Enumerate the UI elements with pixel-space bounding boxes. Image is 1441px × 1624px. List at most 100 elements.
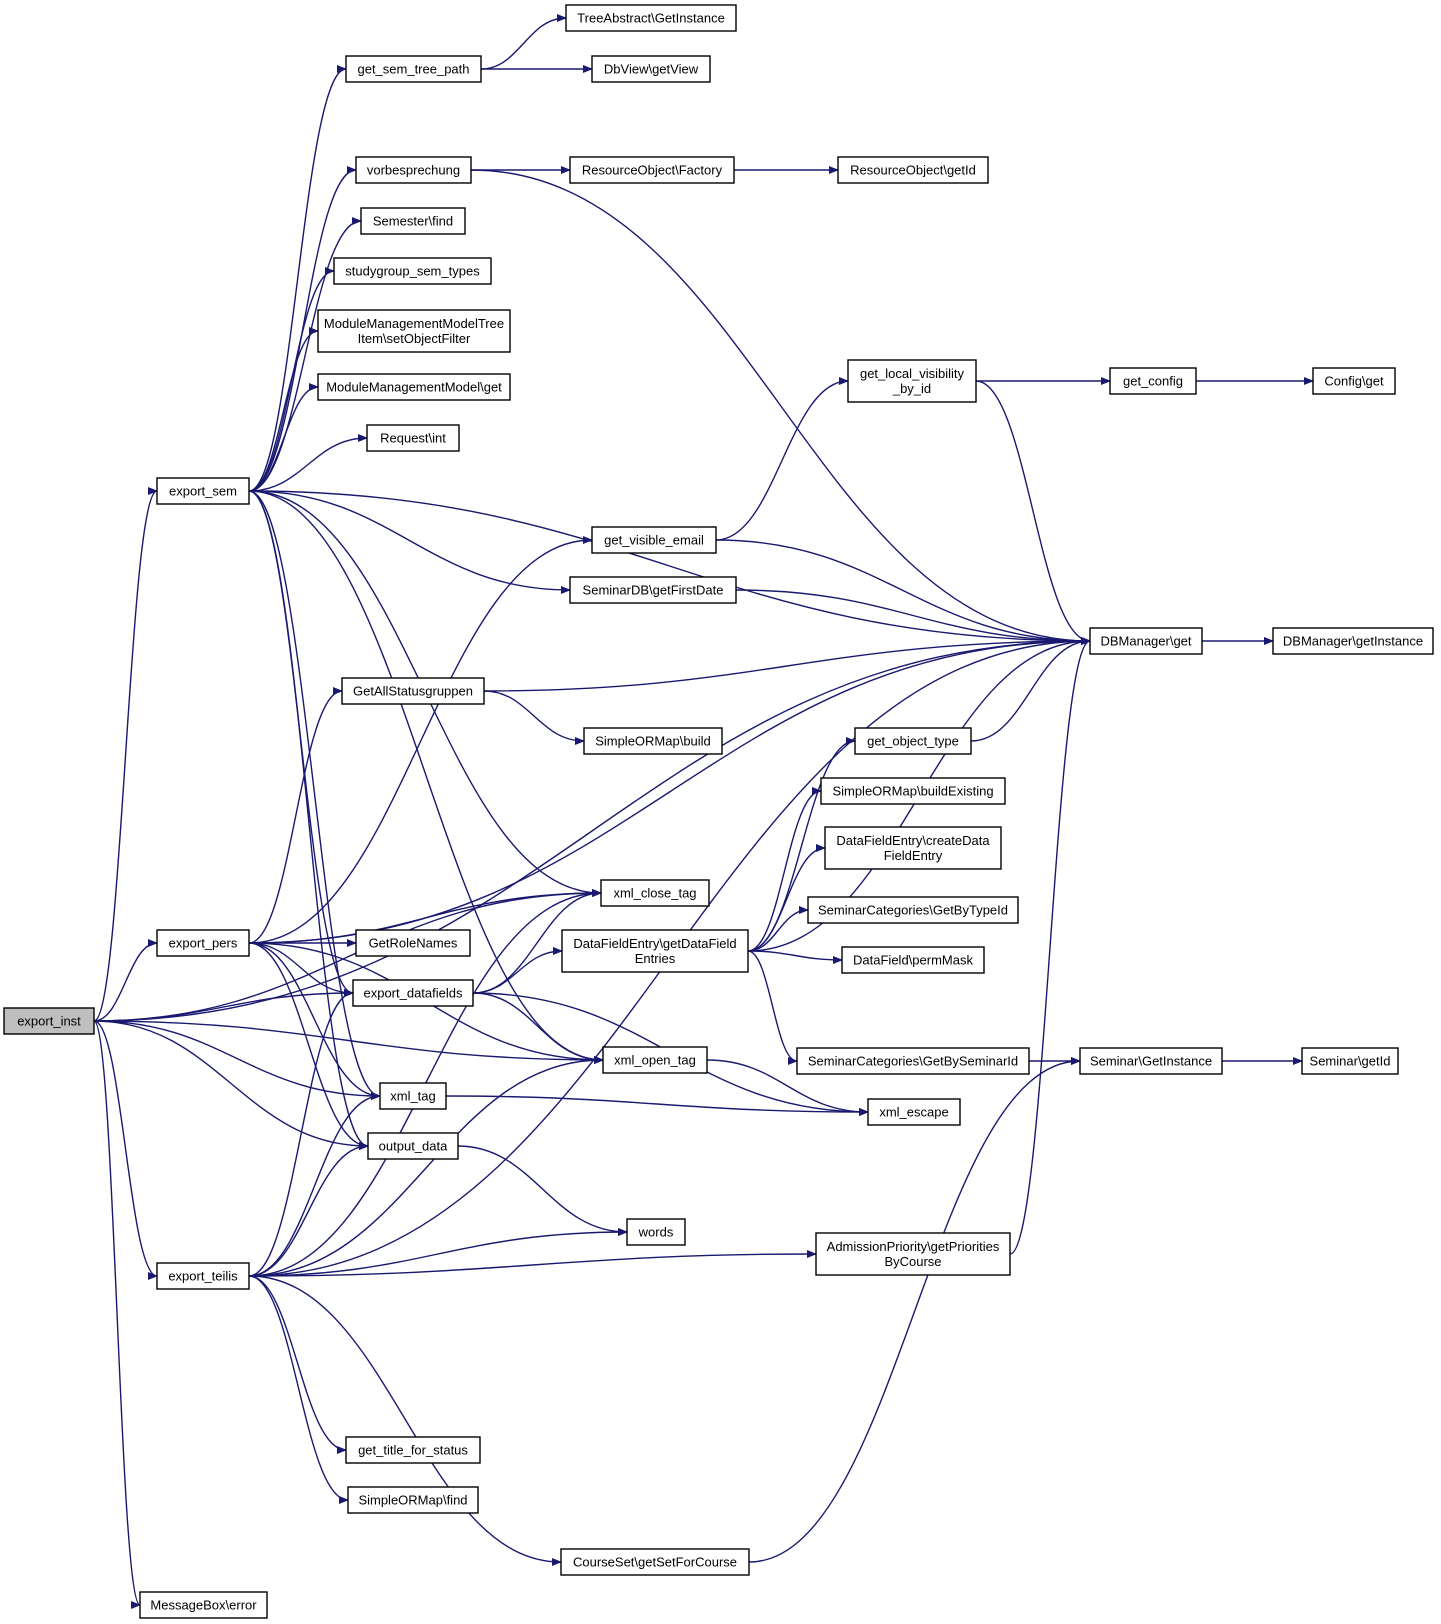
edge-output_data-to-words	[457, 1145, 628, 1236]
edge-path	[483, 690, 585, 745]
node-seminarcategories-getbytypeid[interactable]: SeminarCategories\GetByTypeId	[807, 896, 1019, 924]
node-xml-escape[interactable]: xml_escape	[867, 1098, 961, 1126]
node-simpleormap-build[interactable]: SimpleORMap\build	[583, 727, 723, 755]
node-get-object-type[interactable]: get_object_type	[854, 727, 972, 755]
node-label: ModuleManagementModelTree	[324, 316, 504, 331]
edge-export_teilis-to-SimpleORMap_find	[248, 1275, 349, 1504]
node-dbmanager-getinstance[interactable]: DBManager\getInstance	[1272, 627, 1434, 655]
node-export-pers[interactable]: export_pers	[156, 929, 250, 957]
edge-export_sem-to-xml_open_tag	[248, 490, 604, 1064]
node-box	[591, 526, 717, 554]
node-dbmanager-get[interactable]: DBManager\get	[1089, 627, 1203, 655]
edge-export_inst-to-export_sem	[93, 487, 158, 1022]
edge-path	[248, 1275, 562, 1566]
node-box	[560, 1548, 750, 1576]
node-mmmtreeitem-setobjectfilter[interactable]: ModuleManagementModelTreeItem\setObjectF…	[317, 309, 511, 353]
node-vorbesprechung[interactable]: vorbesprechung	[355, 156, 472, 184]
edge-path	[735, 589, 1091, 645]
node-label: get_local_visibility	[860, 366, 965, 381]
node-seminar-getinstance[interactable]: Seminar\GetInstance	[1079, 1047, 1223, 1075]
edge-path	[93, 939, 158, 1022]
node-label: DataField\permMask	[853, 953, 973, 968]
node-xml-open-tag[interactable]: xml_open_tag	[602, 1046, 708, 1074]
edge-export_teilis-to-output_data	[248, 1142, 369, 1277]
node-export-inst[interactable]: export_inst	[3, 1007, 95, 1035]
node-xml-close-tag[interactable]: xml_close_tag	[600, 879, 710, 907]
node-messagebox-error[interactable]: MessageBox\error	[139, 1591, 268, 1619]
node-label: SimpleORMap\find	[358, 1493, 467, 1508]
node-box	[1089, 627, 1203, 655]
node-request-int[interactable]: Request\int	[366, 424, 460, 452]
node-mmm-get[interactable]: ModuleManagementModel\get	[317, 373, 511, 401]
node-get-local-visibility-by-id[interactable]: get_local_visibility_by_id	[847, 359, 977, 403]
edge-vorbesprechung-to-DBManager_get	[470, 169, 1091, 645]
node-output-data[interactable]: output_data	[367, 1132, 459, 1160]
node-box	[867, 1098, 961, 1126]
node-label: Entries	[635, 951, 676, 966]
node-label: FieldEntry	[884, 848, 943, 863]
node-courseset-getsetforcourse[interactable]: CourseSet\getSetForCourse	[560, 1548, 750, 1576]
node-export-teilis[interactable]: export_teilis	[156, 1262, 250, 1290]
node-xml-tag[interactable]: xml_tag	[379, 1082, 447, 1110]
node-get-config[interactable]: get_config	[1109, 367, 1197, 395]
node-label: Seminar\GetInstance	[1090, 1054, 1212, 1069]
edge-path	[248, 490, 571, 594]
node-label: SeminarCategories\GetByTypeId	[818, 903, 1008, 918]
node-treeabstract-getinstance[interactable]: TreeAbstract\GetInstance	[565, 4, 737, 32]
node-studygroup-sem-types[interactable]: studygroup_sem_types	[333, 257, 492, 285]
edge-path	[248, 1228, 628, 1277]
node-export-sem[interactable]: export_sem	[156, 477, 250, 505]
node-box	[1272, 627, 1434, 655]
node-get-title-for-status[interactable]: get_title_for_status	[345, 1436, 481, 1464]
edge-export_inst-to-xml_close_tag	[93, 889, 602, 1022]
node-simpleormap-buildexisting[interactable]: SimpleORMap\buildExisting	[820, 777, 1006, 805]
edge-path	[248, 1275, 347, 1454]
edge-path	[248, 1250, 817, 1277]
node-box	[156, 929, 250, 957]
node-seminardb-getfirstdate[interactable]: SeminarDB\getFirstDate	[569, 576, 737, 604]
node-box	[366, 424, 460, 452]
node-label: export_teilis	[168, 1269, 238, 1284]
edge-export_sem-to-Request_int	[248, 434, 368, 492]
node-getrolenames[interactable]: GetRoleNames	[355, 929, 471, 957]
node-label: DataFieldEntry\getDataField	[573, 936, 736, 951]
node-config-get[interactable]: Config\get	[1312, 367, 1396, 395]
node-box	[837, 156, 989, 184]
node-box	[3, 1007, 95, 1035]
edge-path	[747, 844, 826, 952]
edge-path	[248, 434, 368, 492]
edge-export_teilis-to-xml_tag	[248, 1092, 381, 1277]
node-simpleormap-find[interactable]: SimpleORMap\find	[347, 1486, 479, 1514]
edge-get_local_visibility_by_id-to-DBManager_get	[975, 380, 1091, 645]
node-box	[583, 727, 723, 755]
node-get-visible-email[interactable]: get_visible_email	[591, 526, 717, 554]
node-label: export_inst	[17, 1014, 81, 1029]
node-label: ResourceObject\getId	[850, 163, 976, 178]
node-words[interactable]: words	[626, 1218, 686, 1246]
node-label: SimpleORMap\buildExisting	[832, 784, 993, 799]
edge-export_pers-to-export_datafields	[248, 942, 354, 997]
node-export-datafields[interactable]: export_datafields	[352, 979, 474, 1007]
node-dbview-getview[interactable]: DbView\getView	[591, 55, 711, 83]
edge-get_object_type-to-DBManager_get	[970, 637, 1091, 742]
node-seminar-getid[interactable]: Seminar\getId	[1301, 1047, 1399, 1075]
node-resourceobject-getid[interactable]: ResourceObject\getId	[837, 156, 989, 184]
edge-path	[248, 327, 319, 492]
edge-export_sem-to-MMMTreeItem_setObjectFilter	[248, 327, 319, 492]
node-box	[600, 879, 710, 907]
edge-path	[445, 1095, 869, 1116]
node-label: xml_close_tag	[613, 886, 696, 901]
node-get-sem-tree-path[interactable]: get_sem_tree_path	[345, 55, 482, 83]
node-datafield-permmask[interactable]: DataField\permMask	[841, 946, 985, 974]
edge-path	[715, 377, 849, 541]
node-semester-find[interactable]: Semester\find	[360, 207, 466, 235]
edge-export_datafields-to-xml_open_tag	[472, 992, 604, 1064]
edge-export_sem-to-output_data	[248, 490, 369, 1150]
node-seminarcategories-getbyseminarid[interactable]: SeminarCategories\GetBySeminarId	[796, 1047, 1030, 1075]
node-resourceobject-factory[interactable]: ResourceObject\Factory	[569, 156, 735, 184]
node-getallstatusgruppen[interactable]: GetAllStatusgruppen	[341, 677, 485, 705]
